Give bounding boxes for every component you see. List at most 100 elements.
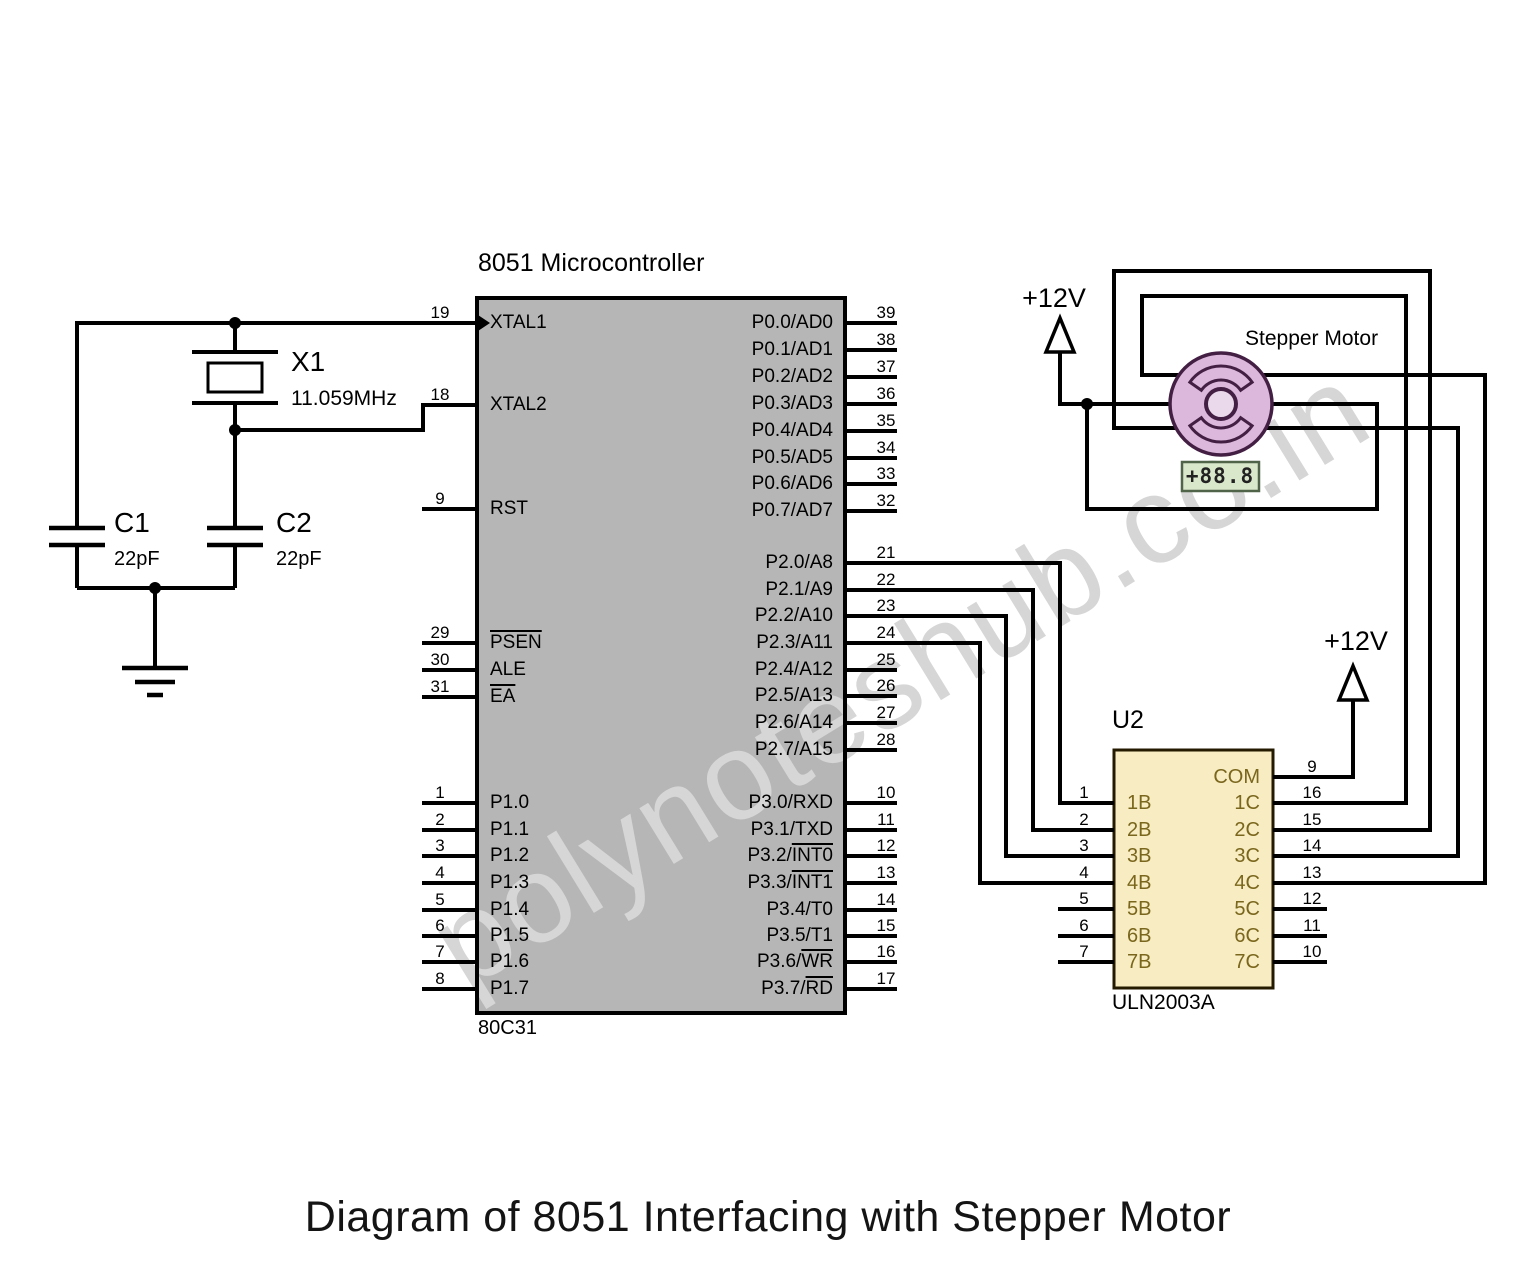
mcu-pin-label-p17: P1.7 xyxy=(490,978,530,999)
mcu-pin-label-p31txd: P3.1/TXD xyxy=(750,819,833,840)
motor-hub xyxy=(1204,387,1238,421)
driver-pin-label-1b: 1B xyxy=(1127,792,1152,814)
mcu-pin-label-p06ad6: P0.6/AD6 xyxy=(751,473,833,494)
driver-pin-number-13: 13 xyxy=(1302,863,1322,882)
driver-pin-label-5b: 5B xyxy=(1127,898,1152,920)
mcu-pin-label-p27a15: P2.7/A15 xyxy=(754,739,833,760)
power-label-1: +12V xyxy=(1324,626,1388,656)
mcu-pin-label-p26a14: P2.6/A14 xyxy=(754,712,833,733)
capacitor-ref-c1: C1 xyxy=(114,507,150,538)
mcu-pin-number-35: 35 xyxy=(876,411,896,430)
mcu-pin-number-22: 22 xyxy=(876,570,896,589)
mcu-pin-label-xtal2: XTAL2 xyxy=(490,394,547,415)
mcu-pin-number-16: 16 xyxy=(876,942,896,961)
capacitor-value-c1: 22pF xyxy=(114,548,160,570)
mcu-pin-label-p10: P1.0 xyxy=(490,792,530,813)
power-label-0: +12V xyxy=(1022,283,1086,313)
driver-body-fill xyxy=(1114,750,1273,988)
mcu-pin-number-15: 15 xyxy=(876,916,896,935)
mcu-pin-number-17: 17 xyxy=(876,969,896,988)
driver-pin-number-12: 12 xyxy=(1302,889,1322,908)
mcu-pin-number-31: 31 xyxy=(430,677,450,696)
driver-pin-number-2: 2 xyxy=(1079,810,1089,829)
mcu-body-border xyxy=(475,296,847,1015)
clock-input-marker xyxy=(478,315,490,331)
mcu-pin-label-p35t1: P3.5/T1 xyxy=(766,925,833,946)
wire-xtal1-net xyxy=(75,321,477,528)
driver-pin-label-7b: 7B xyxy=(1127,951,1152,973)
mcu-pin-number-8: 8 xyxy=(435,969,445,988)
driver-pin-label-6b: 6B xyxy=(1127,925,1152,947)
mcu-pin-label-p12: P1.2 xyxy=(490,845,530,866)
mcu-pin-label-p00ad0: P0.0/AD0 xyxy=(751,312,833,333)
driver-pin-number-10: 10 xyxy=(1302,942,1322,961)
driver-pin-number-6: 6 xyxy=(1079,916,1089,935)
junction-dot-3 xyxy=(1081,398,1093,410)
mcu-pin-number-23: 23 xyxy=(876,596,896,615)
wire-center-tap-loop xyxy=(1085,402,1379,511)
driver-pin-number-14: 14 xyxy=(1302,836,1322,855)
driver-pin-number-9: 9 xyxy=(1307,757,1317,776)
mcu-pin-label-p02ad2: P0.2/AD2 xyxy=(751,366,833,387)
mcu-pin-number-4: 4 xyxy=(435,863,445,882)
components-layer xyxy=(49,313,1370,702)
stepper-motor-label: Stepper Motor xyxy=(1245,327,1379,350)
mcu-body-fill xyxy=(477,298,845,1013)
mcu-pin-number-6: 6 xyxy=(435,916,445,935)
mcu-pin-number-25: 25 xyxy=(876,650,896,669)
mcu-pin-number-7: 7 xyxy=(435,942,445,961)
motor-speed-value: +88.8 xyxy=(1185,464,1255,488)
driver-pin-label-2b: 2B xyxy=(1127,819,1152,841)
junction-dot-1 xyxy=(229,424,241,436)
mcu-pin-label-p25a13: P2.5/A13 xyxy=(754,685,833,706)
driver-pin-label-7c: 7C xyxy=(1234,951,1260,973)
driver-pin-label-4b: 4B xyxy=(1127,872,1152,894)
mcu-pin-number-10: 10 xyxy=(876,783,896,802)
mcu-pin-number-3: 3 xyxy=(435,836,445,855)
driver-pin-label-1c: 1C xyxy=(1234,792,1260,814)
junction-dot-0 xyxy=(229,317,241,329)
wire-12v-feed xyxy=(1058,352,1087,406)
capacitor-ref-c2: C2 xyxy=(276,507,312,538)
driver-pin-number-7: 7 xyxy=(1079,942,1089,961)
wires-layer xyxy=(75,269,1487,1015)
mcu-pin-label-p05ad5: P0.5/AD5 xyxy=(751,447,833,468)
mcu-pin-label-p33int1: P3.3/INT1 xyxy=(747,872,833,893)
mcu-pin-label-p13: P1.3 xyxy=(490,872,530,893)
wire-p23-to-4b xyxy=(845,641,1114,885)
crystal-ref: X1 xyxy=(291,346,326,377)
mcu-pin-label-ea: EA xyxy=(490,686,516,707)
power-arrow-icon-1 xyxy=(1336,661,1370,702)
mcu-pin-number-37: 37 xyxy=(876,357,896,376)
mcu-pin-label-p34t0: P3.4/T0 xyxy=(766,899,833,920)
mcu-pin-label-p30rxd: P3.0/RXD xyxy=(748,792,833,813)
driver-pin-number-3: 3 xyxy=(1079,836,1089,855)
motor-pole-arc-0 xyxy=(1187,364,1255,393)
driver-pin-number-11: 11 xyxy=(1303,916,1321,935)
mcu-pin-number-39: 39 xyxy=(876,303,896,322)
mcu-pin-number-1: 1 xyxy=(435,783,445,802)
junction-dot-2 xyxy=(149,582,161,594)
driver-pin-label-com: COM xyxy=(1213,766,1260,788)
mcu-pin-number-33: 33 xyxy=(876,464,896,483)
mcu-pin-number-24: 24 xyxy=(876,623,896,642)
capacitor-value-c2: 22pF xyxy=(276,548,322,570)
driver-pin-number-4: 4 xyxy=(1079,863,1089,882)
mcu-pin-label-p22a10: P2.2/A10 xyxy=(754,605,833,626)
mcu-pin-number-13: 13 xyxy=(876,863,896,882)
driver-pin-label-4c: 4C xyxy=(1234,872,1260,894)
motor-pole-arc-1 xyxy=(1187,415,1255,444)
driver-pin-label-3b: 3B xyxy=(1127,845,1152,867)
wire-coil-a-1c-4c xyxy=(1140,294,1487,885)
mcu-part-number: 80C31 xyxy=(478,1017,537,1039)
mcu-pin-number-21: 21 xyxy=(876,543,896,562)
mcu-pin-label-rst: RST xyxy=(490,498,528,519)
crystal-body xyxy=(206,361,264,394)
mcu-pin-label-p07ad7: P0.7/AD7 xyxy=(751,500,833,521)
driver-pin-label-3c: 3C xyxy=(1234,845,1260,867)
mcu-pin-number-38: 38 xyxy=(876,330,896,349)
mcu-pin-label-p36wr: P3.6/WR xyxy=(756,951,833,972)
mcu-pin-label-p37rd: P3.7/RD xyxy=(761,978,833,999)
